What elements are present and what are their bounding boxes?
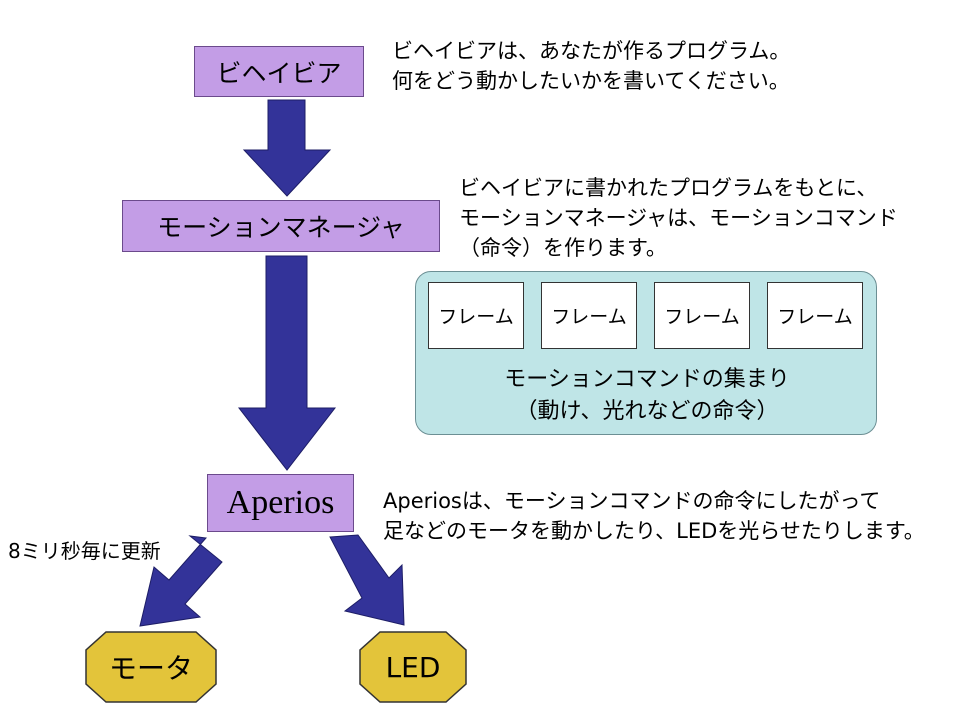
frame-2-label: フレーム: [551, 306, 627, 328]
arrow-motion-manager-to-aperios: [237, 255, 337, 471]
motion-commands-caption: モーションコマンドの集まり （動け、光れなどの命令）: [416, 364, 878, 428]
motion-commands-caption-line2: （動け、光れなどの命令）: [515, 399, 779, 424]
frame-1-label: フレーム: [438, 306, 514, 328]
motor-label-wrap: モータ: [86, 632, 216, 702]
behavior-note: ビヘイビアは、あなたが作るプログラム。 何をどう動かしたいかを書いてください。: [392, 36, 790, 96]
aperios-note: Aperiosは、モーションコマンドの命令にしたがって 足などのモータを動かした…: [383, 486, 925, 546]
motor-label: モータ: [108, 652, 193, 685]
behavior-note-line2: 何をどう動かしたいかを書いてください。: [392, 69, 790, 93]
led-label: LED: [385, 650, 441, 684]
motion-manager-note: ビヘイビアに書かれたプログラムをもとに、 モーションマネージャは、モーションコマ…: [459, 173, 898, 263]
frame-4: フレーム: [767, 282, 863, 349]
aperios-note-line1: Aperiosは、モーションコマンドの命令にしたがって: [383, 489, 881, 513]
motion-manager-note-line2: モーションマネージャは、モーションコマンド: [459, 206, 898, 230]
motion-commands-panel: フレーム フレーム フレーム フレーム モーションコマンドの集まり （動け、光れ…: [415, 271, 877, 435]
aperios-box: Aperios: [207, 474, 354, 532]
motor-octagon: [85, 631, 217, 703]
frame-3: フレーム: [654, 282, 750, 349]
aperios-label: Aperios: [226, 484, 335, 521]
frame-1: フレーム: [428, 282, 524, 349]
motion-manager-note-line3: （命令）を作ります。: [459, 236, 667, 260]
arrow-aperios-to-motor: [139, 535, 223, 627]
motion-manager-box: モーションマネージャ: [122, 200, 440, 252]
motion-manager-note-line1: ビヘイビアに書かれたプログラムをもとに、: [459, 176, 878, 200]
update-interval-label: 8ミリ秒毎に更新: [8, 539, 161, 563]
arrow-behavior-to-motion-manager: [242, 99, 332, 197]
arrow-aperios-to-led: [329, 534, 405, 626]
frame-4-label: フレーム: [777, 306, 853, 328]
motion-manager-label: モーションマネージャ: [157, 213, 405, 242]
behavior-note-line1: ビヘイビアは、あなたが作るプログラム。: [392, 39, 791, 63]
led-octagon: [359, 631, 467, 703]
behavior-box: ビヘイビア: [194, 46, 364, 97]
led-label-wrap: LED: [360, 632, 466, 702]
frame-3-label: フレーム: [664, 306, 740, 328]
behavior-label: ビヘイビア: [216, 58, 342, 88]
motion-commands-caption-line1: モーションコマンドの集まり: [504, 367, 790, 392]
frame-2: フレーム: [541, 282, 637, 349]
aperios-note-line2: 足などのモータを動かしたり、LEDを光らせたりします。: [383, 519, 925, 543]
update-interval-note: 8ミリ秒毎に更新: [8, 536, 161, 566]
